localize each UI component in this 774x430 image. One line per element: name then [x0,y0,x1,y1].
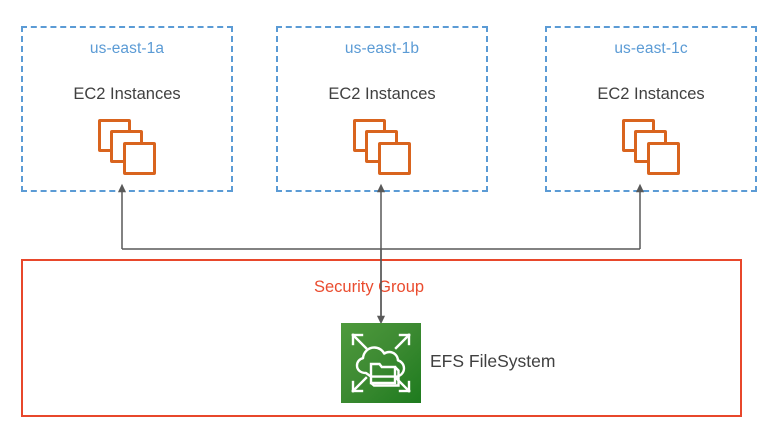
availability-zone-box-us-east-1b[interactable]: us-east-1b EC2 Instances [276,26,488,192]
ec2-instances-label-us-east-1c: EC2 Instances [597,85,705,103]
az-label-us-east-1c: us-east-1c [614,40,688,57]
efs-filesystem-icon[interactable] [341,323,421,403]
availability-zone-box-us-east-1c[interactable]: us-east-1c EC2 Instances [545,26,757,192]
efs-glyph [351,333,411,393]
ec2-instances-icon[interactable] [353,119,415,177]
efs-filesystem-label: EFS FileSystem [430,351,556,371]
ec2-square-front [123,142,156,175]
az-label-us-east-1b: us-east-1b [344,40,420,57]
availability-zone-box-us-east-1a[interactable]: us-east-1a EC2 Instances [21,26,233,192]
ec2-instances-label-us-east-1a: EC2 Instances [73,85,181,103]
az-label-us-east-1a: us-east-1a [89,40,165,57]
ec2-square-front [647,142,680,175]
ec2-instances-icon[interactable] [98,119,160,177]
ec2-instances-icon[interactable] [622,119,684,177]
security-group-label: Security Group [314,278,425,296]
ec2-square-front [378,142,411,175]
ec2-instances-label-us-east-1b: EC2 Instances [328,85,436,103]
